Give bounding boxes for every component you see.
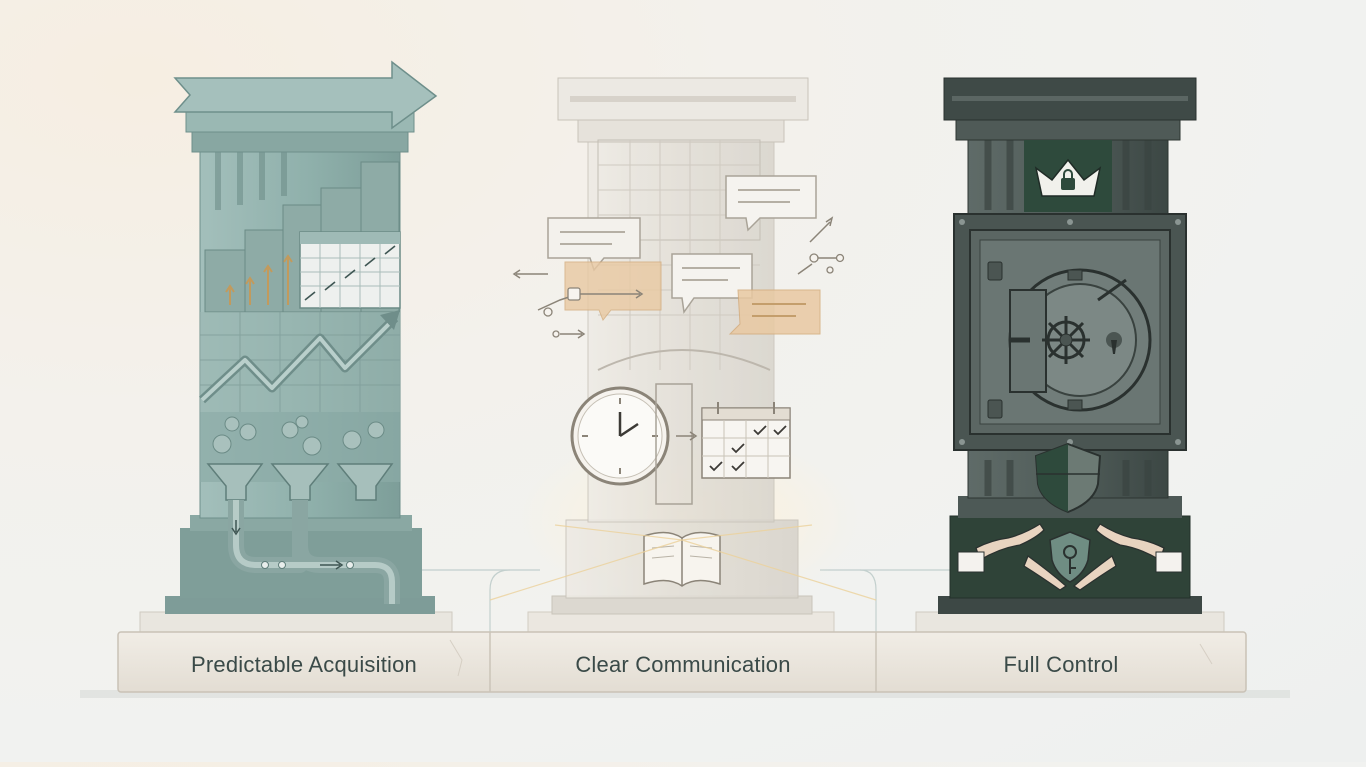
chat-bubble-icon [671,253,753,314]
ground-shadow [80,690,1290,698]
pillar-label-control: Full Control [1003,652,1119,677]
shield-icon [1034,442,1102,514]
pillar-label-communication: Clear Communication [575,652,791,677]
vault-icon [953,213,1187,451]
pillar-communication [489,77,877,635]
pillar-acquisition [139,60,453,635]
arrow-right-icon [173,60,438,130]
pillar-control [915,77,1225,635]
key-icon [1049,531,1091,583]
funnel-icon [206,463,394,501]
pillar-label-acquisition: Predictable Acquisition [191,652,417,677]
connector-lines [420,569,950,640]
calendar-icon [299,231,401,309]
hands-icon [957,523,1183,591]
chat-bubble-icon [725,175,817,232]
calendar-icon [701,402,791,479]
base-platform [117,631,1247,693]
crown-lock-icon [1034,158,1102,197]
clock-icon [570,386,670,486]
